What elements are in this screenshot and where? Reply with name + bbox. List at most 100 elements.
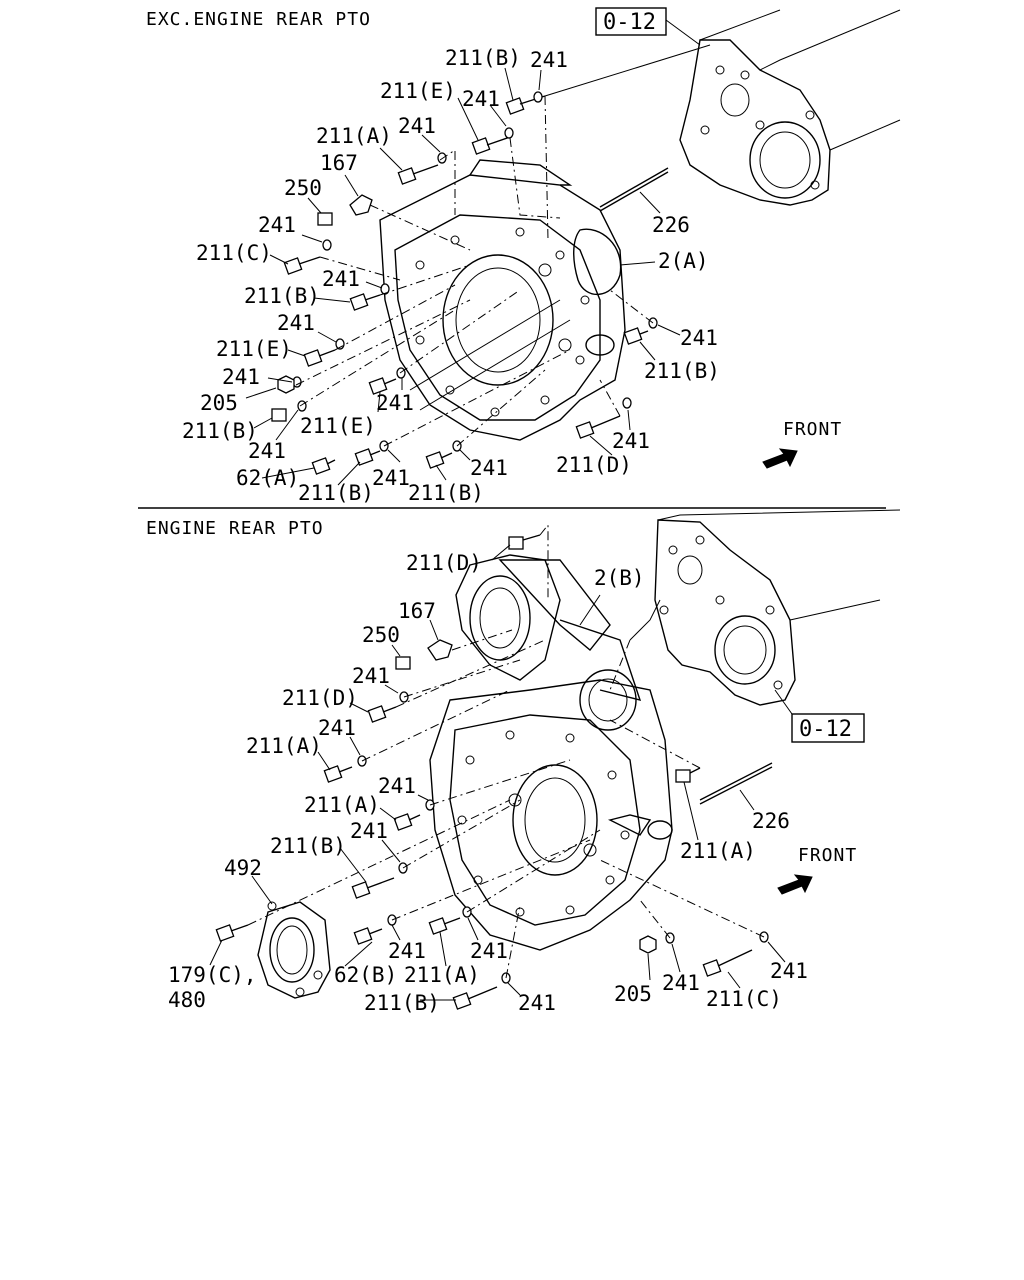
callout-label[interactable]: 211(B) bbox=[182, 419, 258, 443]
callout-label[interactable]: 241 bbox=[248, 439, 286, 463]
callout-label[interactable]: 241 bbox=[462, 87, 500, 111]
callout-label[interactable]: 211(E) bbox=[380, 79, 456, 103]
bolt-icon bbox=[452, 986, 498, 1010]
callout-label[interactable]: 241 bbox=[352, 664, 390, 688]
top-leader-lines bbox=[245, 67, 681, 486]
bottom-ref-label: 0-12 bbox=[799, 717, 852, 742]
callout-label[interactable]: 241 bbox=[470, 456, 508, 480]
bolt-icon bbox=[353, 927, 383, 945]
bottom-fasteners bbox=[215, 534, 773, 1010]
washer-icon bbox=[437, 152, 447, 164]
callout-label[interactable]: 241 bbox=[470, 939, 508, 963]
bolt-icon bbox=[215, 924, 249, 942]
bolt-icon bbox=[368, 377, 397, 395]
top-engine-block bbox=[679, 9, 901, 206]
front-label: FRONT bbox=[783, 419, 842, 440]
callout-label[interactable]: 2(B) bbox=[594, 566, 645, 590]
bolt-icon bbox=[425, 451, 453, 469]
washer-icon bbox=[322, 239, 332, 251]
callout-label[interactable]: 480 bbox=[168, 988, 206, 1012]
bottom-assembly-lines bbox=[247, 523, 765, 979]
callout-label[interactable]: 241 bbox=[277, 311, 315, 335]
top-front-indicator: FRONT bbox=[762, 419, 842, 469]
bottom-ref-box[interactable]: 0-12 bbox=[774, 689, 865, 743]
callout-label[interactable]: 241 bbox=[372, 466, 410, 490]
bolt-icon bbox=[367, 705, 397, 723]
bolt-icon bbox=[575, 415, 621, 439]
callout-label[interactable]: 241 bbox=[350, 819, 388, 843]
callout-label[interactable]: 211(B) bbox=[408, 481, 484, 505]
bolt-icon bbox=[702, 949, 753, 977]
callout-label[interactable]: 211(B) bbox=[244, 284, 320, 308]
callout-label[interactable]: 211(B) bbox=[298, 481, 374, 505]
bottom-front-indicator: FRONT bbox=[777, 845, 856, 895]
callout-label[interactable]: 211(A) bbox=[316, 124, 392, 148]
callout-label[interactable]: 211(D) bbox=[556, 453, 632, 477]
callout-label[interactable]: 167 bbox=[320, 151, 358, 175]
washer-icon bbox=[380, 283, 390, 295]
callout-label[interactable]: 211(B) bbox=[644, 359, 720, 383]
callout-label[interactable]: 211(B) bbox=[270, 834, 346, 858]
bottom-engine-block bbox=[629, 509, 901, 706]
callout-label[interactable]: 241 bbox=[378, 774, 416, 798]
callout-label[interactable]: 226 bbox=[652, 213, 690, 237]
top-ref-box[interactable]: 0-12 bbox=[595, 7, 701, 46]
bolt-icon bbox=[397, 164, 439, 185]
callout-label[interactable]: 226 bbox=[752, 809, 790, 833]
bottom-cover-492 bbox=[257, 901, 331, 999]
callout-label[interactable]: 205 bbox=[614, 982, 652, 1006]
callout-label[interactable]: 211(C) bbox=[196, 241, 272, 265]
bolt-icon bbox=[271, 408, 287, 422]
callout-label[interactable]: 250 bbox=[362, 623, 400, 647]
nut-icon bbox=[639, 935, 657, 954]
callout-label[interactable]: 241 bbox=[398, 114, 436, 138]
callout-label[interactable]: 241 bbox=[530, 48, 568, 72]
callout-label[interactable]: 211(B) bbox=[364, 991, 440, 1015]
top-assembly-lines bbox=[295, 44, 711, 447]
plug-icon bbox=[427, 639, 453, 661]
stud-icon bbox=[599, 167, 669, 212]
bolt-icon bbox=[393, 813, 421, 831]
callout-label[interactable]: 211(D) bbox=[406, 551, 482, 575]
top-flywheel-housing bbox=[379, 159, 626, 441]
callout-label[interactable]: 241 bbox=[322, 267, 360, 291]
bottom-section-title: ENGINE REAR PTO bbox=[146, 518, 324, 539]
callout-label[interactable]: 241 bbox=[258, 213, 296, 237]
callout-label[interactable]: 241 bbox=[318, 716, 356, 740]
callout-label[interactable]: 211(A) bbox=[246, 734, 322, 758]
callout-label[interactable]: 241 bbox=[222, 365, 260, 389]
callout-label[interactable]: 211(E) bbox=[300, 414, 376, 438]
callout-label[interactable]: 62(A) bbox=[236, 466, 299, 490]
front-arrow-icon bbox=[777, 874, 813, 895]
front-arrow-icon bbox=[762, 448, 798, 469]
bolt-icon bbox=[283, 256, 321, 275]
washer-icon bbox=[622, 397, 632, 409]
washer-icon bbox=[504, 127, 514, 139]
callout-label[interactable]: 167 bbox=[398, 599, 436, 623]
callout-label[interactable]: 211(C) bbox=[706, 987, 782, 1011]
callout-label[interactable]: 211(A) bbox=[404, 963, 480, 987]
bottom-leader-lines bbox=[209, 544, 786, 1001]
callout-label[interactable]: 241 bbox=[376, 391, 414, 415]
callout-label[interactable]: 211(B) bbox=[445, 46, 521, 70]
callout-label[interactable]: 241 bbox=[770, 959, 808, 983]
bottom-callouts: 211(D) 2(B) 167 250 241 211(D) 241 211(A… bbox=[168, 551, 808, 1015]
callout-label[interactable]: 211(D) bbox=[282, 686, 358, 710]
bolt-icon bbox=[354, 448, 381, 466]
callout-label[interactable]: 62(B) bbox=[334, 963, 397, 987]
callout-label[interactable]: 211(A) bbox=[680, 839, 756, 863]
callout-label[interactable]: 2(A) bbox=[658, 249, 709, 273]
callout-label[interactable]: 205 bbox=[200, 391, 238, 415]
callout-label[interactable]: 250 bbox=[284, 176, 322, 200]
bolt-icon bbox=[349, 293, 381, 311]
callout-label[interactable]: 211(A) bbox=[304, 793, 380, 817]
callout-label[interactable]: 241 bbox=[388, 939, 426, 963]
callout-label[interactable]: 179(C), bbox=[168, 963, 257, 987]
callout-label[interactable]: 241 bbox=[518, 991, 556, 1015]
callout-label[interactable]: 211(E) bbox=[216, 337, 292, 361]
callout-label[interactable]: 492 bbox=[224, 856, 262, 880]
nut-icon bbox=[277, 375, 295, 394]
callout-label[interactable]: 241 bbox=[612, 429, 650, 453]
callout-label[interactable]: 241 bbox=[680, 326, 718, 350]
callout-label[interactable]: 241 bbox=[662, 971, 700, 995]
